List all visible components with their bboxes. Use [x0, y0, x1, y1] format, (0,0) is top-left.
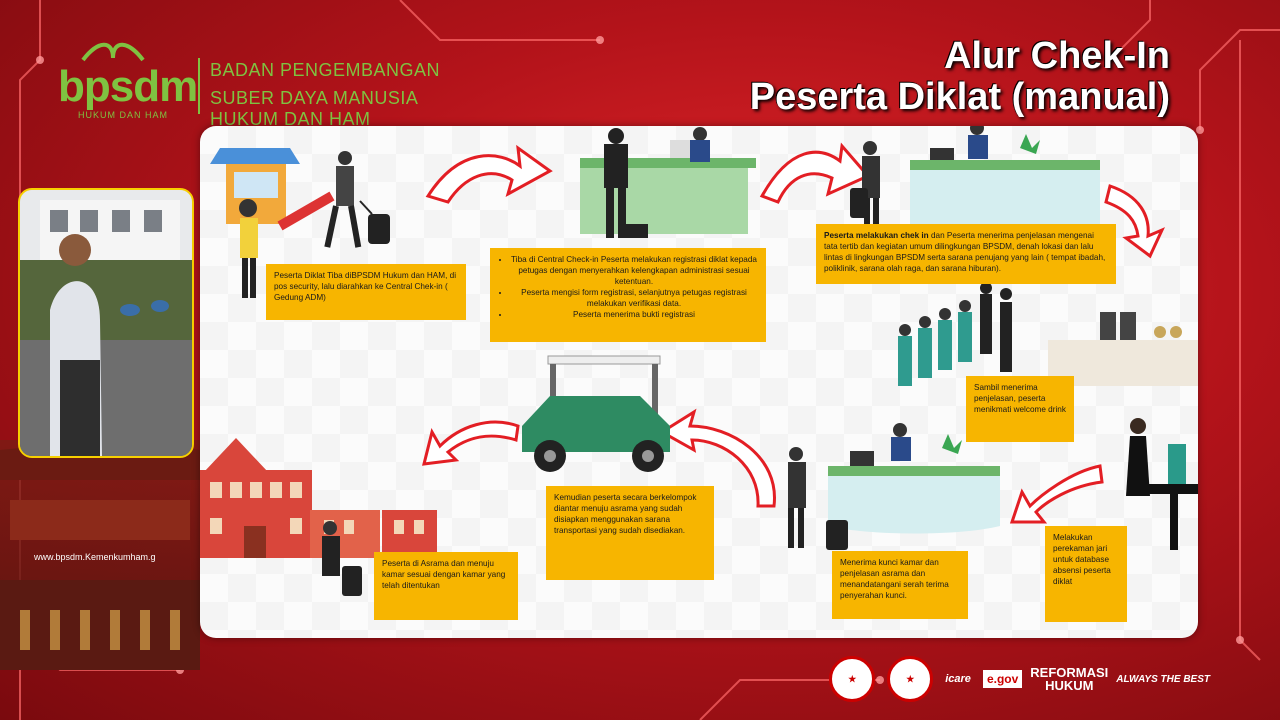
wbbm-badge-icon: ★: [887, 656, 934, 702]
step2-item: Peserta menerima bukti registrasi: [510, 309, 758, 320]
step6-note: Menerima kunci kamar dan penjelasan asra…: [832, 551, 968, 619]
step5-note: Melakukan perekaman jari untuk database …: [1045, 526, 1127, 622]
leaf-logo-icon: [81, 42, 145, 62]
always-the-best-logo: ALWAYS THE BEST: [1116, 673, 1210, 685]
egov-logo: e.gov: [982, 670, 1023, 688]
security-booth-icon: [210, 148, 335, 298]
flow-illustrations: [200, 126, 1198, 596]
step2-item: Peserta mengisi form registrasi, selanju…: [510, 287, 758, 309]
traveler-icon: [324, 151, 390, 248]
dormitory-building-icon: [200, 438, 437, 596]
page-title: Alur Chek-In Peserta Diklat (manual): [750, 36, 1170, 118]
flow-arrow-1: [425, 144, 553, 204]
bpsdm-logo: bpsdm HUKUM DAN HAM BADAN PENGEMBANGAN S…: [48, 40, 478, 130]
step1-note: Peserta Diklat Tiba diBPSDM Hukum dan HA…: [266, 264, 466, 320]
flow-arrow-6: [422, 420, 520, 466]
reformasi-hukum-logo: REFORMASI HUKUM: [1030, 665, 1109, 693]
flow-panel: Peserta Diklat Tiba diBPSDM Hukum dan HA…: [200, 126, 1198, 638]
logo-divider: [198, 58, 200, 114]
background-building-image: www.bpsdm.Kemenkumham.g: [0, 440, 200, 670]
logo-subtitle: HUKUM DAN HAM: [78, 110, 169, 120]
step2-note: Tiba di Central Check-in Peserta melakuk…: [490, 248, 766, 342]
step3-text: dan Peserta menerima penjelasan mengenai…: [824, 231, 1106, 273]
step4-note: Sambil menerima penjelasan, peserta meni…: [966, 376, 1074, 442]
step8-note: Peserta di Asrama dan menuju kamar sesua…: [374, 552, 518, 620]
security-post-photo: [18, 188, 194, 458]
golf-cart-icon: [522, 355, 670, 472]
flow-arrow-2: [759, 142, 871, 204]
title-line1: Alur Chek-In: [944, 35, 1170, 77]
icare-logo: icare: [945, 673, 971, 685]
website-url-text: www.bpsdm.Kemenkumham.g: [34, 552, 156, 562]
flow-arrow-3: [1104, 184, 1165, 259]
footer-badges: ★ ★ icare e.gov REFORMASI HUKUM ALWAYS T…: [829, 656, 1210, 702]
flow-arrow-4: [1009, 464, 1104, 524]
wbk-badge-icon: ★: [829, 656, 876, 702]
title-line2: Peserta Diklat (manual): [749, 76, 1170, 118]
fingerprint-scanner-icon: [1126, 418, 1198, 550]
org-name-line2: SUBER DAYA MANUSIA HUKUM DAN HAM: [210, 88, 418, 129]
step3-bold-text: Peserta melakukan chek in: [824, 231, 929, 240]
logo-word: bpsdm: [58, 62, 198, 111]
checkin-counter-icon: [850, 126, 1100, 234]
flow-arrow-5: [659, 408, 776, 508]
org-name-line1: BADAN PENGEMBANGAN: [210, 60, 441, 80]
step7-note: Kemudian peserta secara berkelompok dian…: [546, 486, 714, 580]
welcome-drink-guests-icon: [898, 282, 1198, 386]
step2-item: Tiba di Central Check-in Peserta melakuk…: [510, 254, 758, 287]
registration-desk-icon: [580, 127, 756, 238]
step3-note: Peserta melakukan chek in dan Peserta me…: [816, 224, 1116, 284]
key-desk-icon: [788, 423, 1000, 550]
